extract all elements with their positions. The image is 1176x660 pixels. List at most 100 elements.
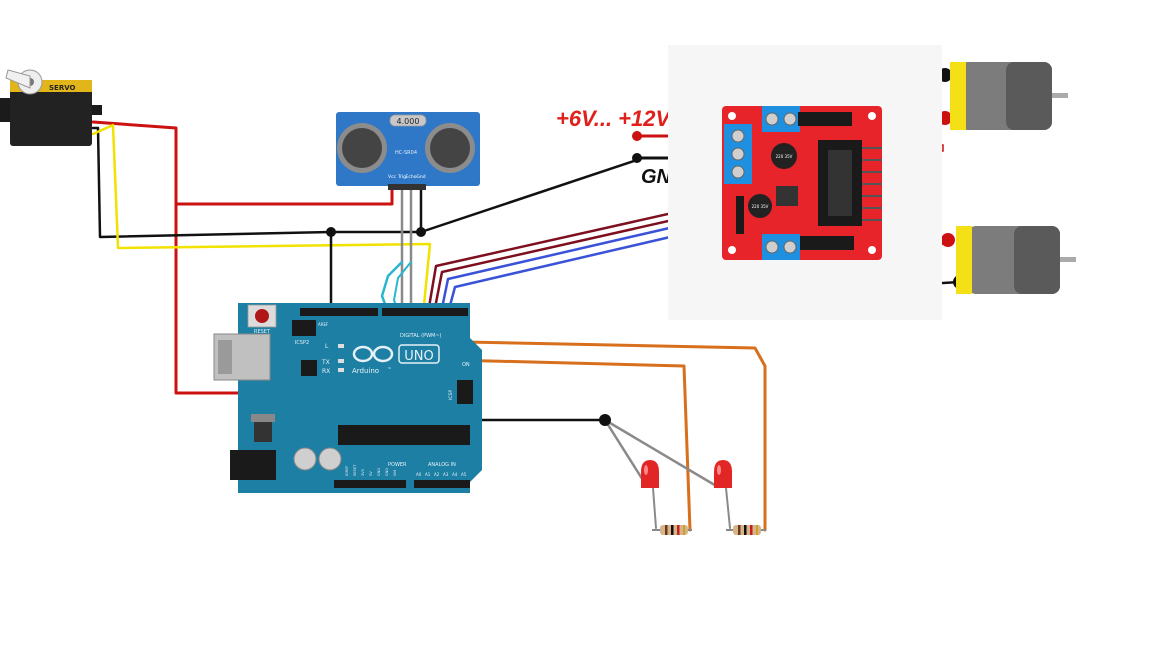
reset-label: RESET (254, 329, 271, 335)
analog-header (414, 480, 470, 488)
wire-led1-res (652, 487, 657, 529)
motor-endcap (956, 226, 972, 294)
power-label: POWER (388, 462, 407, 468)
led-1 (641, 460, 659, 488)
servo-label: SERVO (49, 84, 76, 92)
led-highlight (644, 465, 648, 475)
motor-body-shade (1006, 62, 1052, 130)
led-indicator (338, 344, 344, 348)
capacitor (293, 447, 317, 471)
driver-cap-label: 220 35V (752, 204, 769, 209)
analog-pin-label: A5 (461, 472, 467, 477)
led-2 (714, 460, 732, 488)
terminal-screw (765, 240, 779, 254)
digital-header-right (382, 308, 468, 316)
analog-pin-label: A4 (452, 472, 458, 477)
wire-in3 (439, 213, 728, 315)
junction-dot (941, 233, 955, 247)
on-label: ON (462, 362, 470, 368)
sensor-transducer-right-inner (430, 128, 470, 168)
servo-mount-right (88, 105, 102, 115)
supply-voltage-label: +6V... +12V (556, 106, 673, 131)
motor-endcap (950, 62, 966, 130)
led-indicator (338, 368, 344, 372)
smd-chip (301, 360, 317, 376)
junction-dot (326, 227, 336, 237)
terminal-screw (731, 165, 745, 179)
analog-pin-label: A0 (416, 472, 422, 477)
power-pin-label: 5V (369, 471, 373, 476)
led-indicator (338, 359, 344, 363)
power-pin-label: IOREF (345, 466, 349, 476)
terminal-screw (731, 129, 745, 143)
wire-sensor-vcc (174, 188, 394, 206)
wire-in2 (432, 206, 728, 315)
arduino-brand: Arduino (352, 367, 379, 375)
capacitor (318, 447, 342, 471)
digital-label: DIGITAL (PWM~) (400, 333, 442, 339)
icsp2-label: ICSP2 (295, 340, 309, 346)
servo-motor: SERVO (0, 69, 102, 146)
ultrasonic-sensor: 4.000 HC-SR04 Vcc Trig Echo Gnd (336, 112, 480, 190)
power-jack (230, 450, 276, 480)
power-pin-labels: IOREF RESET 3V3 5V GND GND VIN (345, 464, 397, 476)
wire-servo-gnd (91, 126, 333, 239)
jumper-header (800, 236, 854, 250)
led-label-rx: RX (322, 368, 330, 375)
mount-hole (868, 246, 876, 254)
icsp2-header (292, 320, 316, 336)
sensor-crystal (389, 114, 427, 127)
driver-capacitor (771, 143, 797, 169)
mount-hole (728, 246, 736, 254)
voltage-regulator-tab (251, 414, 275, 422)
led-body (641, 460, 659, 488)
power-pin-label: VIN (393, 470, 397, 476)
analog-pin-label: A3 (443, 472, 449, 477)
mount-hole (868, 112, 876, 120)
junction-dot (632, 153, 642, 163)
led-label-l: L (325, 343, 329, 350)
junction-dot (632, 131, 642, 141)
power-pin-label: 3V3 (361, 469, 365, 476)
dc-motor-1 (950, 62, 1068, 130)
terminal-screw (731, 147, 745, 161)
analog-label: ANALOG IN (428, 462, 456, 468)
sensor-pin-trig: Trig (397, 174, 406, 180)
resistor-2 (726, 525, 766, 535)
led-highlight (717, 465, 721, 475)
voltage-regulator (254, 420, 272, 442)
sensor-display: 4.000 (397, 117, 420, 126)
arduino-brand-tm: ™ (387, 367, 392, 373)
sensor-pin-vcc: Vcc (388, 174, 397, 180)
motor-driver-l298n: 220 35V 220 35V (668, 45, 942, 320)
power-header (334, 480, 406, 488)
regulator (776, 186, 798, 206)
digital-header-left (300, 308, 378, 316)
aref-label: AREF (318, 322, 329, 327)
usb-port-inner (218, 340, 232, 374)
led-body (714, 460, 732, 488)
servo-body (10, 80, 92, 146)
wire-in1 (426, 199, 728, 315)
wire-servo-signal (91, 123, 432, 317)
terminal-screw (783, 240, 797, 254)
junction-dot (416, 227, 426, 237)
icsp-header (457, 380, 473, 404)
sensor-pin-echo: Echo (406, 174, 417, 180)
power-pin-label: GND (385, 468, 389, 476)
sensor-model: HC-SR04 (395, 150, 417, 156)
servo-horn-arm (5, 69, 31, 89)
wire-led2-res (725, 487, 731, 529)
sensor-pin-gnd: Gnd (416, 174, 425, 180)
terminal-screw (765, 112, 779, 126)
analog-pin-labels: A0 A1 A2 A3 A4 A5 (416, 472, 467, 477)
junction-dot (599, 414, 611, 426)
driver-cap-label: 220 35V (776, 154, 793, 159)
input-header (736, 196, 744, 234)
power-pin-label: GND (377, 468, 381, 476)
jumper-header (798, 112, 852, 126)
microcontroller-chip (338, 425, 470, 445)
analog-pin-label: A2 (434, 472, 440, 477)
resistor-1 (652, 525, 692, 535)
